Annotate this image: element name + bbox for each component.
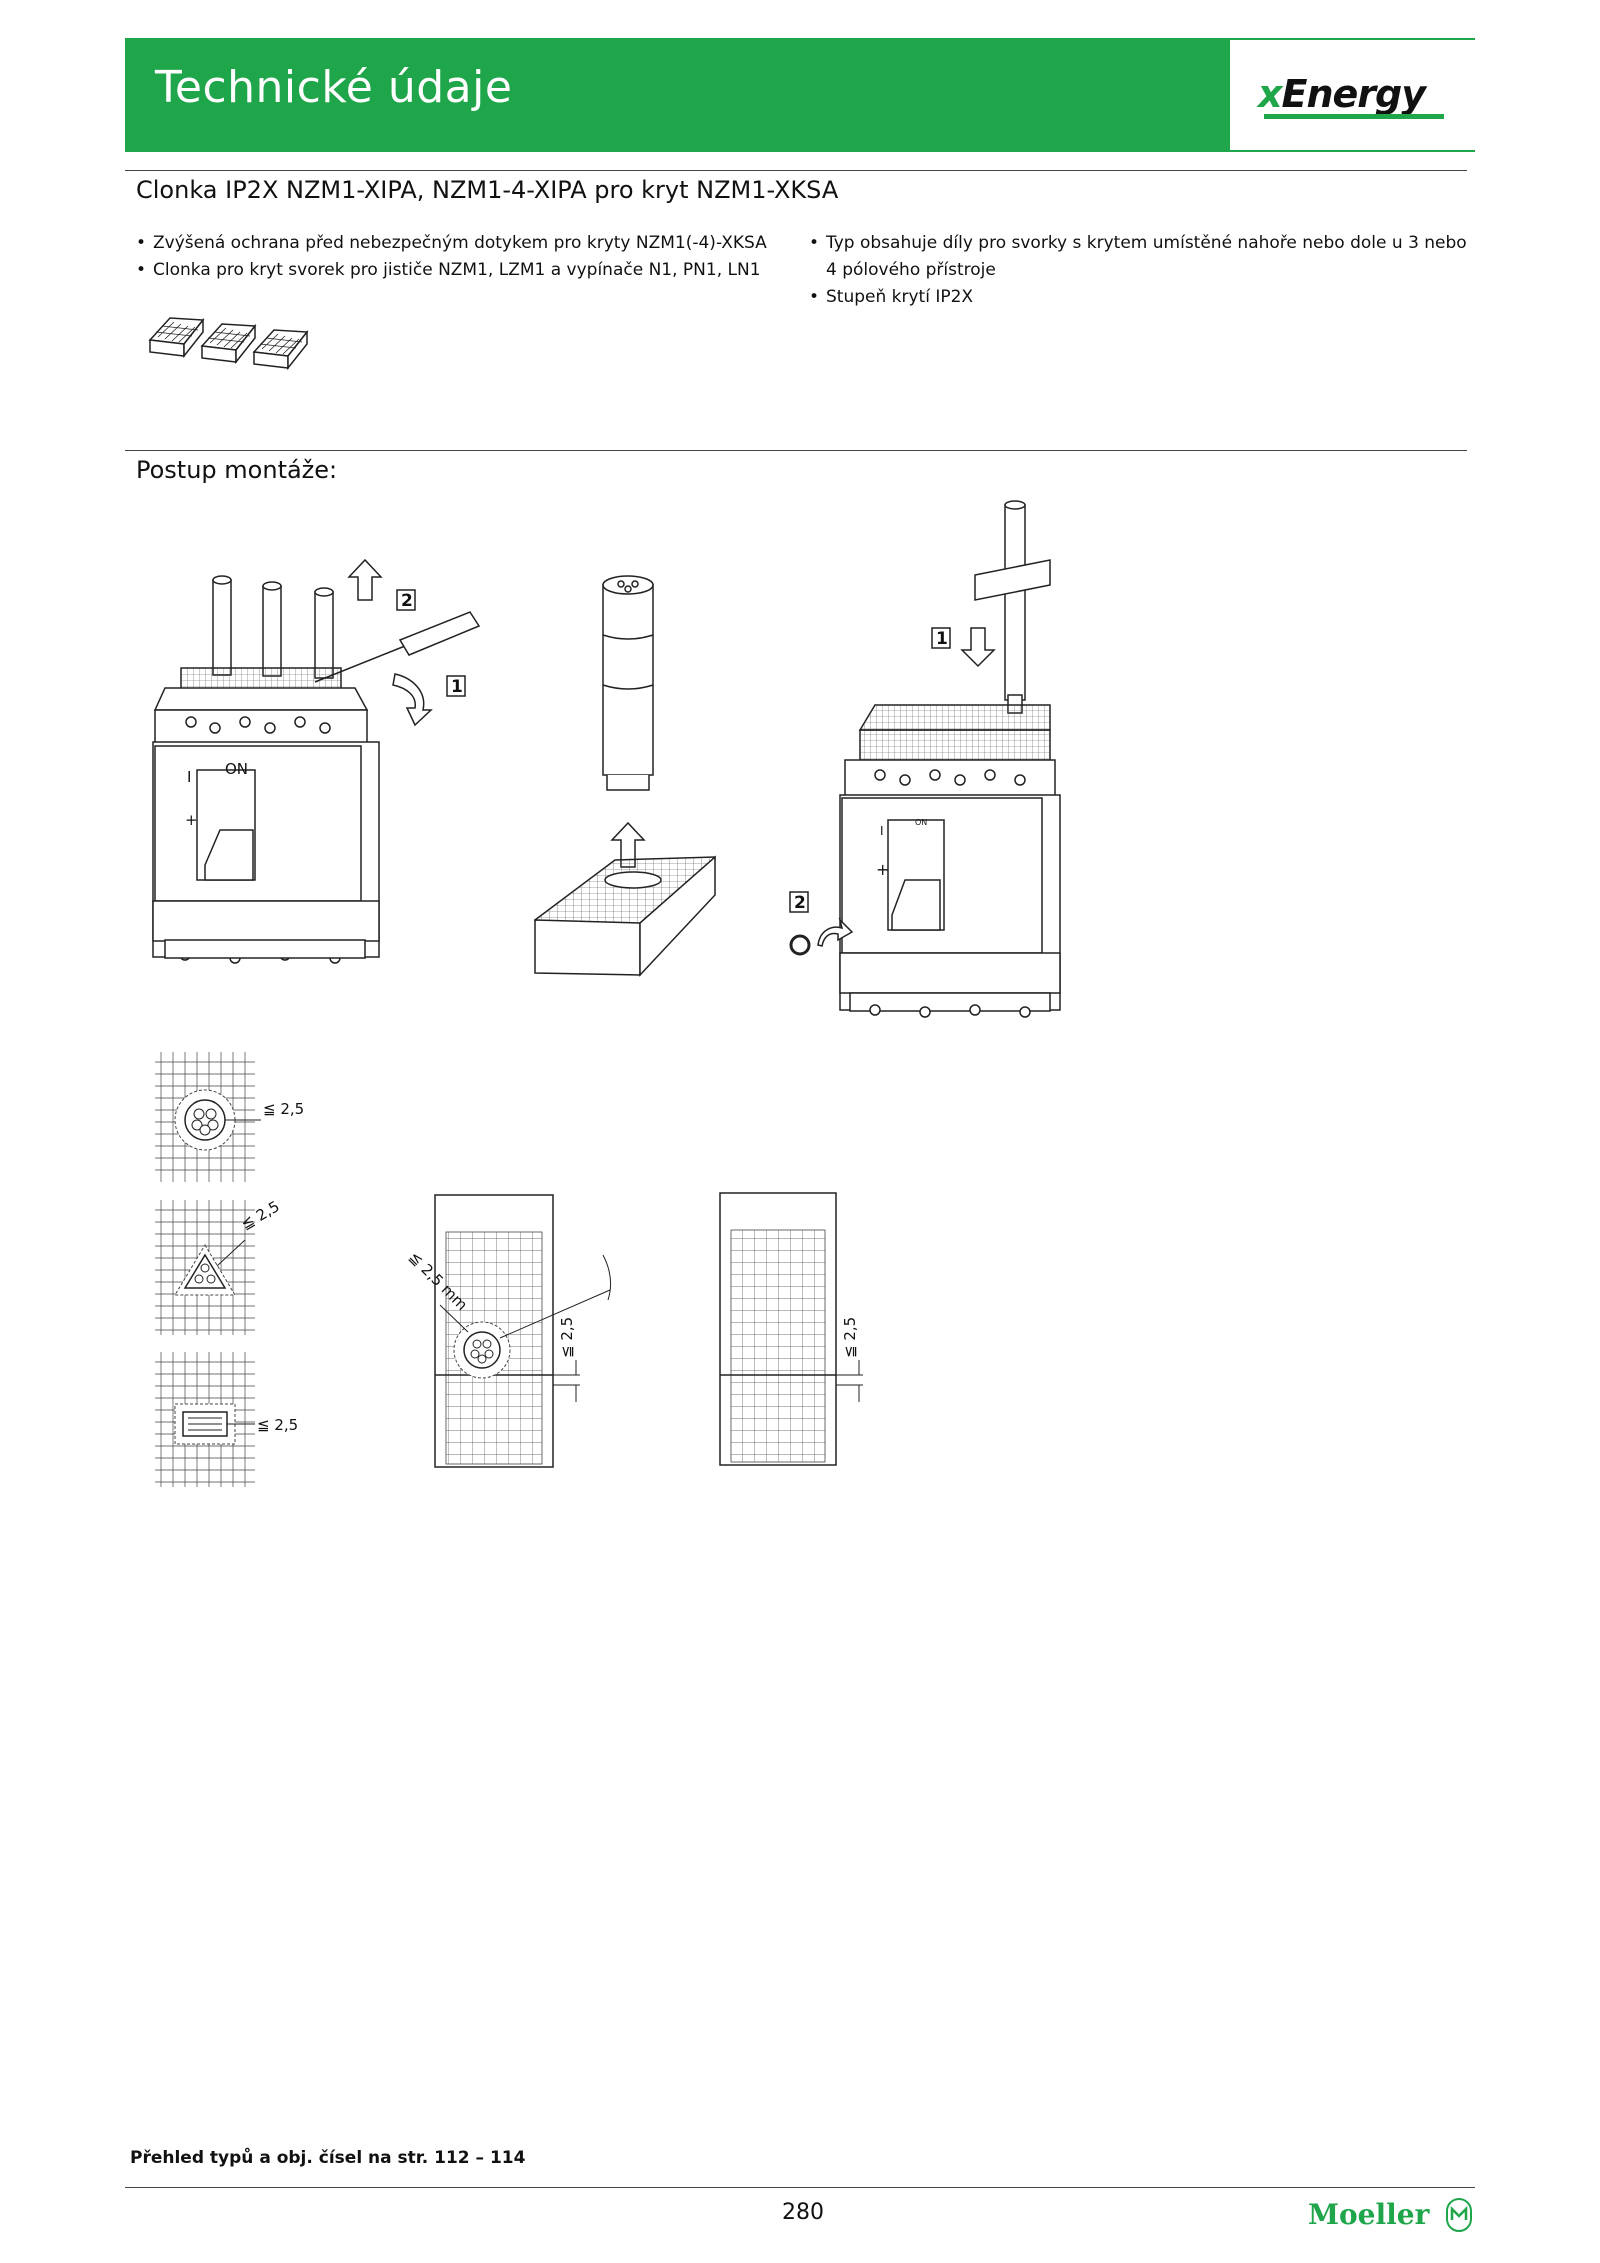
- brand-logo-box: [1228, 40, 1475, 150]
- svg-text:+: +: [876, 860, 889, 879]
- xenergy-logo-underline: [1264, 114, 1444, 119]
- svg-text:2: 2: [401, 591, 413, 611]
- svg-text:I: I: [187, 768, 191, 786]
- product-title: Clonka IP2X NZM1-XIPA, NZM1-4-XIPA pro k…: [136, 176, 839, 204]
- dim-label: ≦ 2,5: [257, 1416, 298, 1434]
- footer-reference-note: Přehled typů a obj. čísel na str. 112 – …: [130, 2148, 526, 2168]
- detail-cover-plain: ≦ 2,5: [719, 1192, 863, 1466]
- figure-breaker-mount-cover: I ON + 1 2: [789, 500, 1061, 1018]
- dim-label: ≦ 2,5: [841, 1317, 859, 1358]
- svg-text:1: 1: [936, 629, 948, 649]
- svg-text:2: 2: [794, 893, 806, 913]
- figure-breaker-remove-cover: I ON + 2 1: [152, 558, 481, 964]
- step-label-1: 1: [931, 627, 951, 649]
- svg-text:1: 1: [451, 677, 463, 697]
- moeller-logo: Moeller: [1308, 2198, 1430, 2231]
- svg-text:I: I: [880, 824, 884, 838]
- feature-item: Zvýšená ochrana před nebezpečným dotykem…: [133, 230, 773, 257]
- step-label-2: 2: [789, 891, 809, 913]
- feature-list-right: Typ obsahuje díly pro svorky s krytem um…: [806, 230, 1476, 311]
- step-label-1: 1: [446, 675, 466, 697]
- dim-label: ≦ 2,5: [263, 1100, 304, 1118]
- detail-cover-with-hole: ≦ 2,5 mm ≦ 2,5: [405, 1194, 612, 1468]
- feature-item: Stupeň krytí IP2X: [806, 284, 1476, 311]
- on-label: ON: [915, 818, 927, 827]
- svg-text:+: +: [185, 811, 198, 829]
- product-image-covers: [148, 317, 309, 371]
- dim-label: ≦ 2,5: [558, 1317, 576, 1358]
- footer-divider: [125, 2187, 1475, 2188]
- feature-item: Typ obsahuje díly pro svorky s krytem um…: [806, 230, 1476, 284]
- feature-item: Clonka pro kryt svorek pro jističe NZM1,…: [133, 257, 773, 284]
- xenergy-logo: xEnergy: [1258, 72, 1426, 116]
- page-number: 280: [782, 2200, 824, 2225]
- page-title: Technické údaje: [155, 62, 513, 113]
- section-title: Postup montáže:: [136, 456, 338, 484]
- section-divider: [125, 450, 1467, 451]
- on-label: ON: [225, 760, 248, 778]
- detail-triangle-opening: ≦ 2,5: [155, 1197, 283, 1335]
- moeller-emblem-icon: [1446, 2198, 1472, 2232]
- figure-cable-through-plate: [534, 575, 716, 977]
- step-label-2: 2: [396, 589, 416, 611]
- feature-list-left: Zvýšená ochrana před nebezpečným dotykem…: [133, 230, 773, 284]
- section-divider: [125, 170, 1467, 171]
- detail-circle-opening: ≦ 2,5: [155, 1052, 304, 1182]
- detail-square-opening: ≦ 2,5: [155, 1352, 298, 1487]
